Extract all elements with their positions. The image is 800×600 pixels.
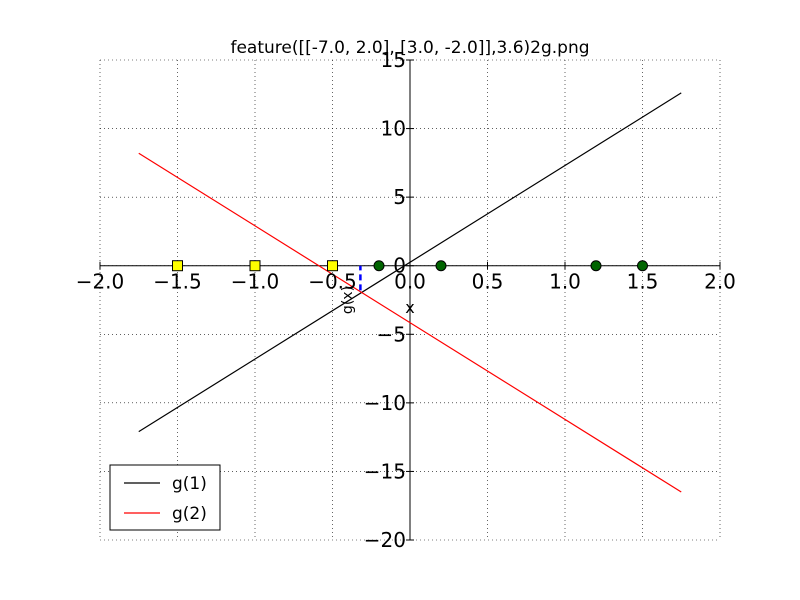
legend-label: g(2) xyxy=(172,504,207,524)
data-point-square xyxy=(172,260,183,272)
series-line-g1 xyxy=(138,92,682,433)
x-tick-label: 1.5 xyxy=(627,270,659,294)
chart-title: feature([[-7.0, 2.0], [3.0, -2.0]],3.6)2… xyxy=(230,38,589,58)
y-tick-label: 10 xyxy=(381,117,406,141)
data-point-square xyxy=(327,260,338,272)
data-point-circle xyxy=(590,260,602,272)
x-tick-label: −1.0 xyxy=(231,270,280,294)
y-tick-label: 5 xyxy=(393,185,406,209)
data-point-circle xyxy=(435,260,447,272)
data-point-circle xyxy=(373,260,385,272)
series-line-g2 xyxy=(138,152,682,493)
x-tick-label: −1.5 xyxy=(153,270,202,294)
y-tick-label: 0 xyxy=(393,254,406,278)
y-tick-label: 15 xyxy=(381,48,406,72)
data-point-circle xyxy=(637,260,648,272)
y-tick-label: −15 xyxy=(364,459,406,483)
x-axis-label: x xyxy=(405,298,414,317)
x-tick-label: −2.0 xyxy=(76,270,125,294)
y-tick-label: −20 xyxy=(364,528,406,552)
data-point-square xyxy=(249,260,261,272)
tick-labels: −2.0 −1.5 −1.0 −0.5 0.0 0.5 1.0 1.5 2.0 15 10 5 0 −5 −… xyxy=(76,48,736,552)
legend-box xyxy=(109,464,221,531)
x-tick-label: 1.0 xyxy=(549,270,581,294)
y-tick-label: −10 xyxy=(364,391,406,415)
class-points xyxy=(172,260,648,272)
x-tick-label: 0.5 xyxy=(472,270,504,294)
y-tick-label: −5 xyxy=(377,322,406,346)
x-tick-label: 0.0 xyxy=(394,270,426,294)
legend-label: g(1) xyxy=(172,474,207,494)
x-tick-label: 2.0 xyxy=(704,270,736,294)
y-axis-label: g(x) xyxy=(340,286,356,314)
legend: g(1) g(2) xyxy=(109,464,221,531)
series-lines xyxy=(138,92,682,493)
x-tick-label: −0.5 xyxy=(308,270,357,294)
